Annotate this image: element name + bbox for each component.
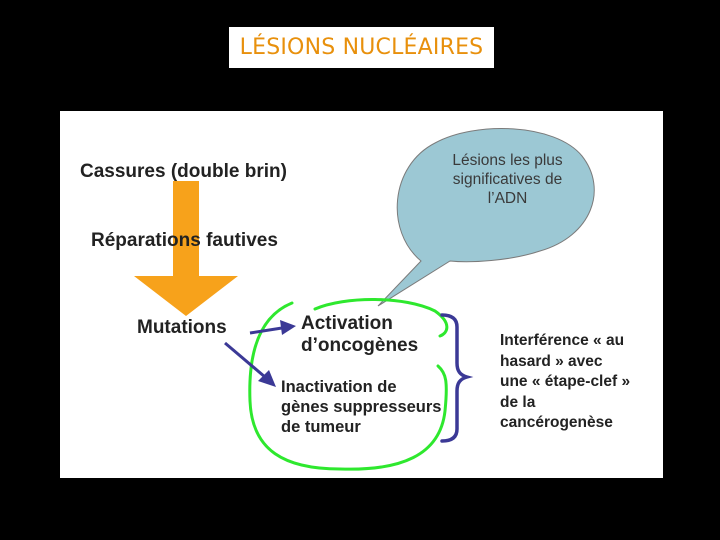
interference-line-1: Interférence « au: [500, 332, 625, 349]
interference-line-5: cancérogenèse: [500, 414, 613, 431]
page-title: LÉSIONS NUCLÉAIRES: [239, 35, 484, 60]
label-interference: Interférence « au hasard » avec une « ét…: [500, 331, 630, 434]
label-activation: Activation d’oncogènes: [301, 313, 418, 357]
label-cassures: Cassures (double brin): [80, 161, 287, 182]
label-mutations: Mutations: [137, 317, 227, 338]
bubble-line-1: Lésions les plus: [452, 152, 563, 169]
title-box: LÉSIONS NUCLÉAIRES: [229, 27, 494, 68]
interference-line-2: hasard » avec: [500, 352, 603, 370]
label-inactivation: Inactivation de gènes suppresseurs de tu…: [281, 377, 442, 437]
bubble-line-2: significatives de: [452, 171, 563, 188]
big-down-arrow: [134, 181, 238, 316]
inactivation-line-1: Inactivation de: [281, 378, 397, 396]
speech-bubble: [377, 128, 595, 307]
curly-brace: [440, 313, 474, 443]
interference-line-3: une « étape-clef »: [500, 373, 631, 390]
interference-line-4: de la: [500, 393, 536, 411]
activation-line-1: Activation: [301, 313, 393, 334]
diagram-panel: Cassures (double brin) Réparations fauti…: [60, 111, 663, 478]
arrow-to-activation: [249, 320, 296, 335]
arrow-to-inactivation: [224, 341, 276, 387]
bubble-line-3: l’ADN: [487, 190, 528, 207]
green-circle: [248, 298, 449, 471]
inactivation-line-3: de tumeur: [281, 418, 361, 436]
bubble-text: Lésions les plus significatives de l’ADN: [420, 151, 595, 208]
diagram-graphics: [134, 128, 595, 471]
inactivation-line-2: gènes suppresseurs: [281, 398, 442, 416]
activation-line-2: d’oncogènes: [301, 335, 419, 356]
label-reparations: Réparations fautives: [91, 230, 278, 251]
